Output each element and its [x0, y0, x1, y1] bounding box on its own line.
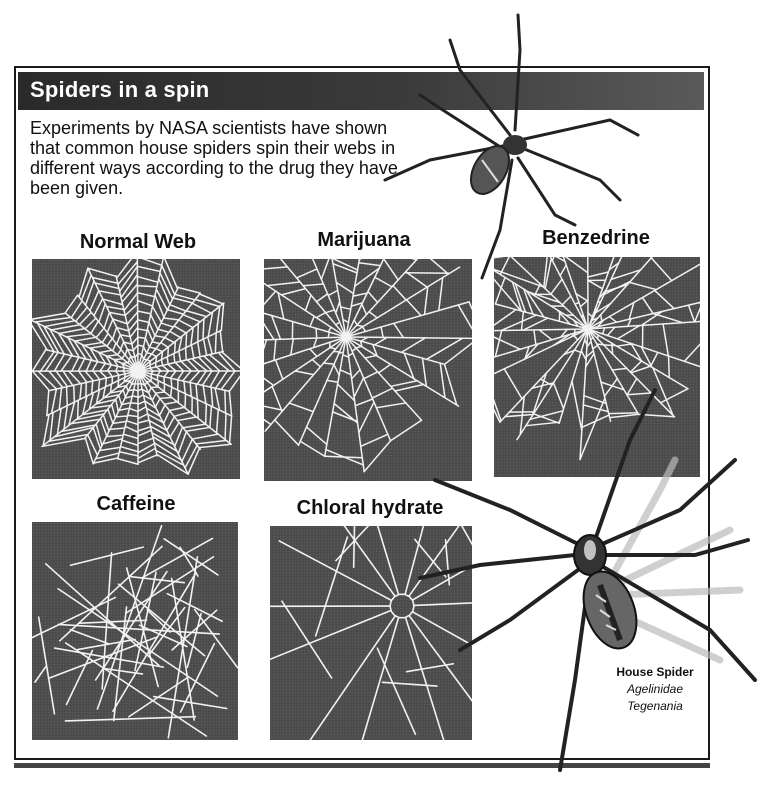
bottom-rule [14, 763, 710, 768]
small-spider-illustration [383, 13, 640, 280]
spider-common-name: House Spider [616, 665, 694, 679]
label-caffeine: Caffeine [96, 493, 176, 515]
label-marijuana: Marijuana [317, 229, 411, 251]
web-normal-drawing [32, 259, 240, 475]
label-chloral-hydrate: Chloral hydrate [296, 497, 444, 519]
web-panel-normal [32, 259, 240, 479]
spider-sci-name-2: Tegenania [627, 699, 683, 713]
web-chloral-drawing [270, 526, 472, 740]
web-panel-caffeine [32, 522, 238, 740]
page-title: Spiders in a spin [30, 77, 210, 102]
web-panel-chloral-hydrate [270, 526, 472, 740]
title-bar [18, 72, 704, 110]
label-normal-web: Normal Web [79, 231, 197, 253]
web-panel-benzedrine [494, 257, 700, 477]
spider-sci-name-1: Agelinidae [626, 682, 684, 696]
intro-text: Experiments by NASA scientists have show… [30, 118, 398, 198]
label-benzedrine: Benzedrine [542, 227, 650, 249]
web-benzedrine-drawing [494, 257, 700, 461]
house-spider-illustration [418, 388, 757, 772]
spider-caption: House Spider Agelinidae Tegenania [590, 664, 720, 715]
web-marijuana-drawing [264, 259, 472, 473]
web-panel-marijuana [264, 259, 472, 481]
web-caffeine-drawing [32, 524, 238, 739]
